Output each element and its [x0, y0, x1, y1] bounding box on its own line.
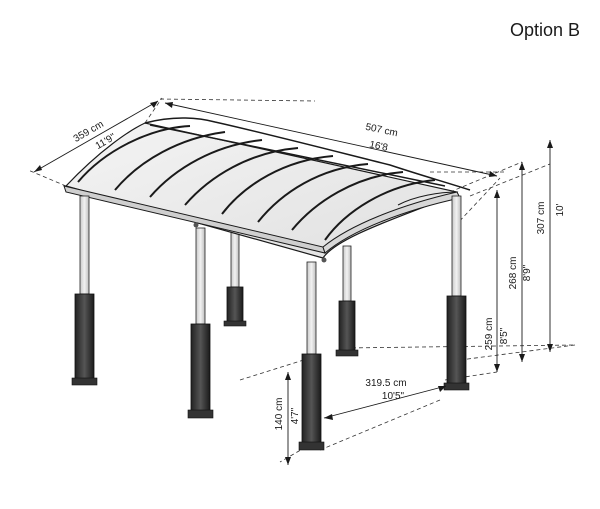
mid-height-metric: 268 cm — [508, 257, 519, 290]
eave-height-metric: 259 cm — [484, 318, 495, 351]
side-post-right — [443, 195, 470, 391]
svg-text:268 cm: 268 cm — [508, 257, 519, 290]
length-imperial: 16'8 — [368, 139, 389, 154]
eave-height-imperial: 8'5" — [499, 327, 510, 344]
svg-text:16'8: 16'8 — [368, 139, 389, 154]
svg-text:10'5": 10'5" — [382, 391, 405, 402]
svg-text:307 cm: 307 cm — [536, 202, 547, 235]
svg-text:507 cm: 507 cm — [364, 122, 398, 140]
label-mid-height: 268 cm 8'9" — [508, 257, 533, 290]
label-base-height: 140 cm 4'7" — [274, 398, 301, 431]
front-post-middle — [187, 227, 214, 419]
svg-text:259 cm: 259 cm — [484, 318, 495, 351]
label-post-span: 319.5 cm 10'5" — [365, 378, 406, 402]
base-height-metric: 140 cm — [274, 398, 285, 431]
total-height-imperial: 10' — [555, 203, 566, 216]
label-length: 507 cm 16'8 — [364, 122, 398, 154]
front-post-left — [71, 195, 98, 386]
option-title: Option B — [509, 20, 580, 40]
mid-height-imperial: 8'9" — [522, 264, 533, 281]
svg-text:10': 10' — [555, 203, 566, 216]
dimension-lines — [33, 100, 553, 465]
svg-text:4'7": 4'7" — [290, 407, 301, 424]
total-height-metric: 307 cm — [536, 202, 547, 235]
svg-text:319.5 cm: 319.5 cm — [365, 378, 406, 389]
post-span-metric: 319.5 cm — [365, 378, 406, 389]
svg-text:8'5": 8'5" — [499, 327, 510, 344]
length-metric: 507 cm — [364, 122, 398, 140]
post-span-imperial: 10'5" — [382, 391, 405, 402]
back-post-right — [335, 245, 359, 357]
base-height-imperial: 4'7" — [290, 407, 301, 424]
svg-text:8'9": 8'9" — [522, 264, 533, 281]
back-post-left — [223, 231, 247, 327]
roof — [63, 117, 471, 263]
svg-text:140 cm: 140 cm — [274, 398, 285, 431]
front-post-right — [298, 261, 325, 451]
label-eave-height: 259 cm 8'5" — [484, 318, 510, 351]
label-total-height: 307 cm 10' — [536, 202, 566, 235]
